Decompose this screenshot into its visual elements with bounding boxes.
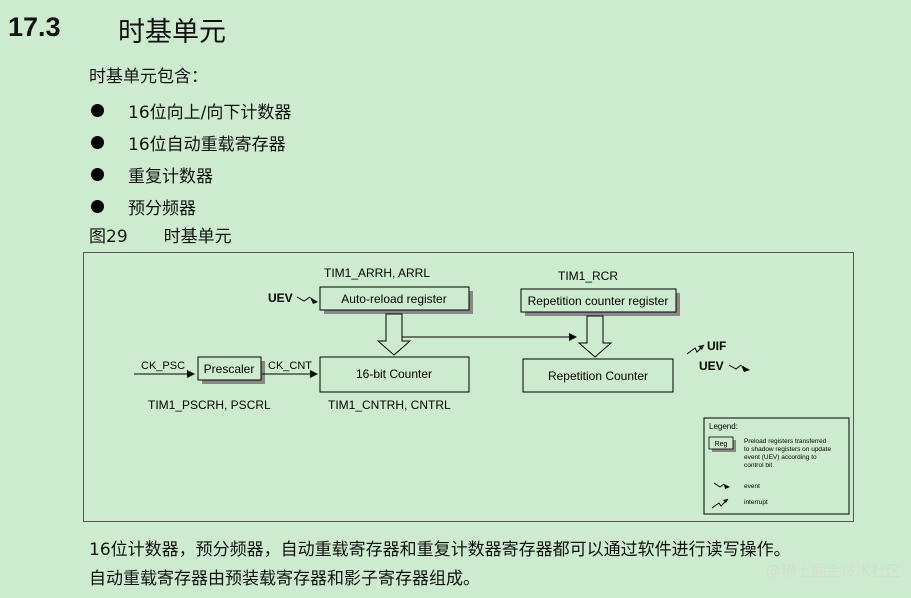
bullet-dot-icon [91, 103, 104, 117]
psc-register-name: TIM1_PSCRH, PSCRL [148, 398, 271, 412]
bullet-item: 16位自动重载寄存器 [89, 126, 291, 158]
legend-title: Legend: [709, 422, 738, 431]
repetition-transfer-arrow [577, 315, 613, 358]
uev-input-symbol [296, 296, 311, 302]
uif-label: UIF [707, 339, 726, 353]
bullet-dot-icon [91, 135, 104, 149]
bullet-dot-icon [91, 199, 104, 213]
repetition-counter-label: Repetition Counter [548, 369, 648, 383]
legend-box [703, 417, 850, 515]
figure-label: 图29 [89, 227, 128, 247]
bullet-text: 重复计数器 [128, 166, 213, 187]
bullet-item: 重复计数器 [89, 158, 291, 190]
section-title: 时基单元 [118, 17, 226, 48]
body-paragraph: 16位计数器，预分频器，自动重载寄存器和重复计数器寄存器都可以通过软件进行读写操… [89, 536, 791, 594]
prescaler-box [197, 356, 262, 381]
legend-reg-box [708, 436, 734, 450]
repetition-register-label: Repetition counter register [528, 294, 669, 308]
legend-event-arrowhead [724, 484, 730, 489]
legend-preload-line: event (UEV) according to [744, 454, 817, 461]
section-number: 17.3 [8, 12, 61, 42]
uev-input-arrow-icon [310, 297, 318, 304]
counter-label: 16-bit Counter [356, 367, 432, 381]
repetition-register-box [520, 288, 677, 313]
body-line: 16位计数器，预分频器，自动重载寄存器和重复计数器寄存器都可以通过软件进行读写操… [89, 540, 791, 560]
repetition-counter-box [522, 358, 674, 393]
intro-text: 时基单元包含： [89, 67, 208, 87]
legend-interrupt-arrowhead [723, 499, 728, 503]
legend-preload-line: to shadow registers on update [744, 446, 831, 453]
time-base-diagram: TIM1_ARRH, ARRL TIM1_RCR UEV Auto-reload… [83, 252, 854, 522]
bullet-item: 预分频器 [89, 190, 291, 222]
counter-box [319, 356, 470, 393]
auto-reload-label: Auto-reload register [341, 292, 446, 306]
body-line: 自动重载寄存器由预装载寄存器和影子寄存器组成。 [89, 569, 480, 589]
uif-interrupt-arrowhead [698, 345, 704, 350]
legend-reg-label: Reg [715, 441, 728, 448]
uev-output-label: UEV [699, 359, 724, 373]
figure-caption: 图29 时基单元 [89, 222, 232, 247]
uev-input-label: UEV [268, 291, 293, 305]
arr-register-name: TIM1_ARRH, ARRL [324, 266, 430, 280]
auto-reload-register-box [319, 286, 470, 311]
legend-event-label: event [744, 483, 760, 490]
diagram-canvas: TIM1_ARRH, ARRL TIM1_RCR UEV Auto-reload… [134, 266, 850, 515]
cnt-register-name: TIM1_CNTRH, CNTRL [328, 398, 451, 412]
bullet-text: 16位向上/向下计数器 [128, 102, 292, 123]
legend-interrupt-label: interrupt [744, 499, 768, 506]
rcr-register-name: TIM1_RCR [558, 269, 618, 283]
prescaler-label: Prescaler [204, 362, 255, 376]
ck-psc-label: CK_PSC [141, 360, 185, 372]
legend-interrupt-icon [711, 498, 729, 509]
bullet-dot-icon [91, 167, 104, 181]
legend-preload-line: Preload registers transferred [744, 438, 827, 445]
bullet-text: 16位自动重载寄存器 [128, 134, 286, 155]
reload-transfer-arrow [376, 313, 412, 356]
uev-output-symbol [728, 364, 742, 370]
bullet-text: 预分频器 [128, 198, 196, 219]
uev-output-arrow-icon [741, 365, 750, 372]
watermark: @稀土掘金技术社区 [765, 562, 901, 580]
legend-preload-line: control bit [744, 462, 772, 469]
figure-title: 时基单元 [163, 227, 232, 247]
legend-event-icon [713, 482, 725, 488]
ck-cnt-label: CK_CNT [268, 360, 312, 372]
bullet-list: 16位向上/向下计数器 16位自动重载寄存器 重复计数器 预分频器 [89, 94, 291, 222]
bullet-item: 16位向上/向下计数器 [89, 94, 291, 126]
